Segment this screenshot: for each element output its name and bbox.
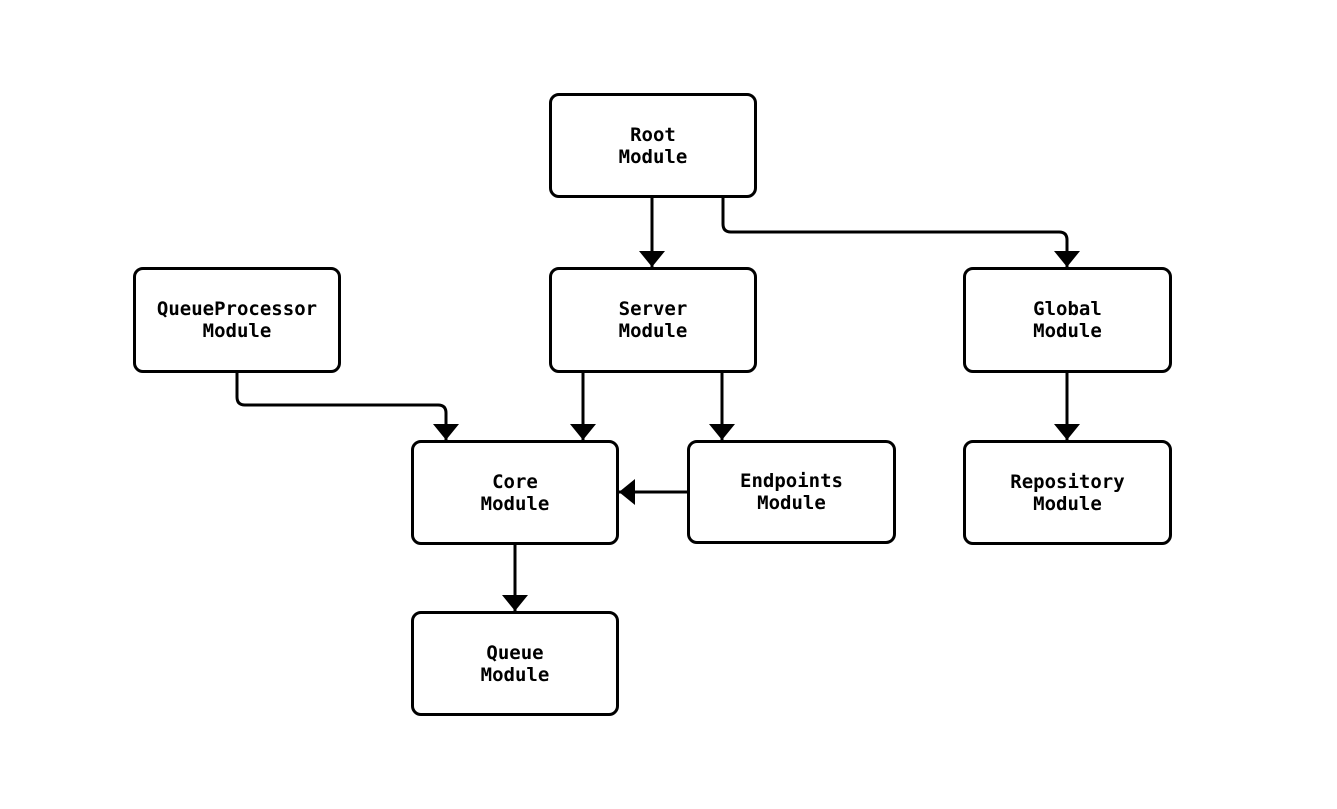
node-label-line1: QueueProcessor <box>156 298 318 320</box>
node-repository-module: Repository Module <box>963 440 1172 545</box>
node-global-module: Global Module <box>963 267 1172 373</box>
edge-queueprocessor-to-core <box>235 373 459 440</box>
node-label-line2: Module <box>618 320 688 342</box>
node-queueprocessor-module: QueueProcessor Module <box>133 267 341 373</box>
node-label-line1: Global <box>1033 298 1102 320</box>
node-server-module: Server Module <box>549 267 757 373</box>
node-label-line2: Module <box>480 492 550 515</box>
node-label-line2: Module <box>1033 492 1102 515</box>
edge-root-to-global <box>721 198 1080 267</box>
node-label-line1: Repository <box>1010 470 1125 493</box>
node-label-line2: Module <box>757 492 826 514</box>
node-label-line1: Queue <box>486 641 544 664</box>
node-label-line1: Core <box>492 470 538 493</box>
node-root-module: Root Module <box>549 93 757 198</box>
node-label-line1: Server <box>618 298 688 320</box>
node-label-line1: Root <box>630 123 676 146</box>
node-label-line2: Module <box>480 663 550 686</box>
node-label-line2: Module <box>618 145 688 168</box>
node-label-line1: Endpoints <box>740 470 843 492</box>
node-label-line2: Module <box>1033 320 1102 342</box>
node-queue-module: Queue Module <box>411 611 619 716</box>
node-endpoints-module: Endpoints Module <box>687 440 896 544</box>
node-core-module: Core Module <box>411 440 619 545</box>
node-label-line2: Module <box>202 320 272 342</box>
